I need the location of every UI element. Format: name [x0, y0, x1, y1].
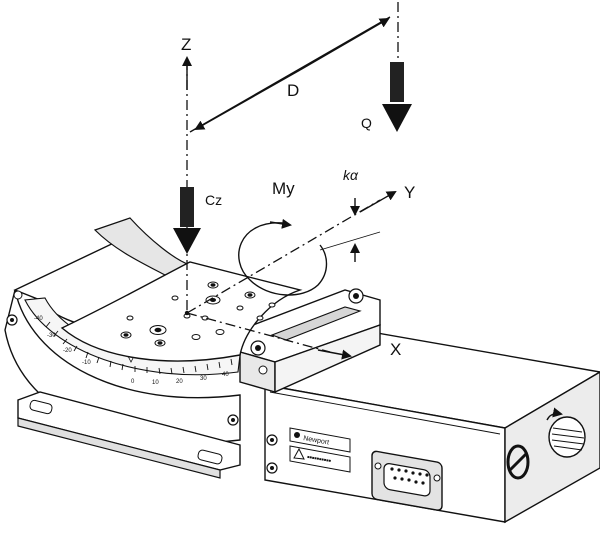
newport-logo-icon — [506, 444, 530, 480]
cz-load-arrow — [173, 187, 201, 254]
scale-tick-label: 20 — [176, 379, 183, 385]
db15-connector — [371, 450, 443, 511]
scale-tick-label: -40 — [34, 316, 43, 322]
top-plate — [60, 261, 303, 362]
scale-tick-label: 40 — [222, 372, 229, 378]
x-axis-line — [186, 312, 331, 353]
housing-screws — [266, 434, 278, 474]
moment-label: My — [272, 179, 295, 198]
centered-load-label: Cz — [205, 192, 222, 208]
stiffness-label: kα — [343, 167, 359, 183]
y-axis-label: Y — [404, 183, 415, 202]
warning-triangle-icon — [293, 447, 305, 460]
angle-scale: -40 -30 -20 -10 0 10 20 30 40 — [34, 316, 233, 386]
knob — [546, 407, 586, 458]
warning-label-text: ■■■■■■■■■■ — [307, 454, 332, 463]
scale-tick-label: -30 — [47, 333, 56, 339]
q-load-arrow — [382, 62, 412, 132]
z-axis-label: Z — [181, 35, 191, 54]
brand-plate-text: Newport — [303, 435, 330, 446]
load-label: Q — [361, 115, 372, 131]
x-axis-arrow — [317, 349, 352, 360]
d-arrow-right — [299, 17, 390, 71]
brand-plate: Newport — [289, 427, 351, 453]
y-axis-line — [186, 199, 381, 314]
scale-tick-label: 10 — [152, 380, 159, 386]
carriage-block — [239, 288, 381, 394]
scale-tick-label: -20 — [63, 348, 72, 354]
warning-label: ■■■■■■■■■■ — [289, 445, 351, 473]
scale-tick-label: -10 — [82, 360, 91, 366]
moment-arrow-icon — [269, 218, 292, 229]
k-alpha-offset-line — [319, 231, 381, 251]
d-arrow-left — [194, 69, 301, 130]
brand-logo-icon — [294, 432, 300, 438]
x-axis-label: X — [390, 340, 401, 359]
mounting-foot — [17, 391, 241, 479]
scale-tick-label: 0 — [131, 379, 135, 385]
moment-arc — [238, 222, 328, 296]
y-axis-arrow — [359, 191, 397, 213]
distance-label: D — [287, 81, 299, 100]
scale-tick-label: 30 — [200, 376, 207, 382]
